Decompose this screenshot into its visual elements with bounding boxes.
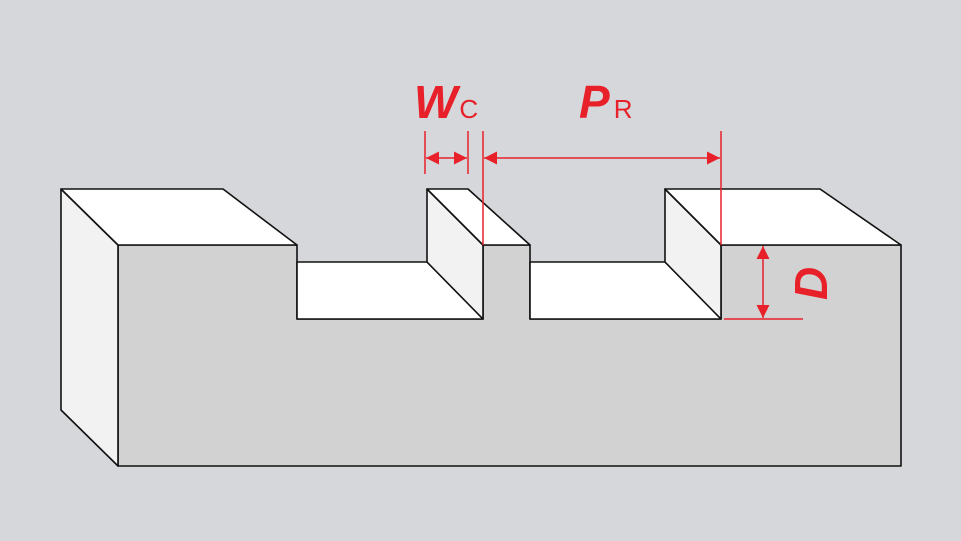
wc-label: WC xyxy=(414,76,478,128)
left-block-top xyxy=(60,188,298,246)
right-block-top xyxy=(664,188,902,246)
d-label: D xyxy=(785,267,837,300)
rib-top xyxy=(426,188,531,246)
front-face xyxy=(117,244,902,467)
